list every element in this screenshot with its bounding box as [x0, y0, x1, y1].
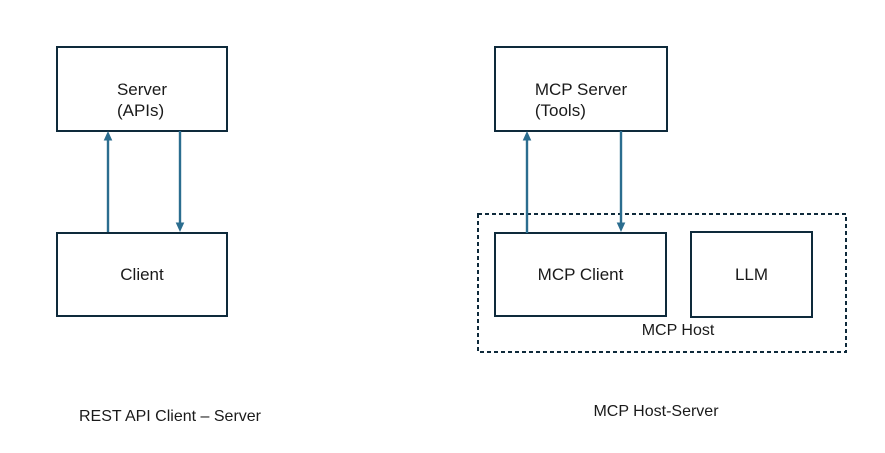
- mcp-server-box-label: MCP Server (Tools): [535, 79, 627, 121]
- rest-server-line2: (APIs): [116, 101, 165, 120]
- mcp-host-group-border: [477, 213, 847, 353]
- rest-up-arrow-icon: [103, 131, 113, 232]
- llm-box-label: LLM: [734, 265, 769, 284]
- mcp-diagram-caption: MCP Host-Server: [593, 403, 719, 420]
- mcp-up-arrow-icon: [522, 131, 532, 233]
- mcp-client-box: MCP Client: [494, 232, 667, 317]
- mcp-server-line2: (Tools): [534, 101, 586, 120]
- mcp-server-box: MCP Server (Tools): [494, 46, 668, 132]
- rest-diagram-caption: REST API Client – Server: [79, 408, 261, 425]
- mcp-server-line1: MCP Server: [534, 80, 628, 99]
- llm-box: LLM: [690, 231, 813, 318]
- rest-server-line1: Server: [116, 80, 168, 99]
- rest-server-box: Server (APIs): [56, 46, 228, 132]
- mcp-host-group-label: MCP Host: [641, 322, 715, 339]
- mcp-client-box-label: MCP Client: [537, 265, 624, 284]
- rest-server-box-label: Server (APIs): [117, 79, 167, 121]
- mcp-down-arrow-icon: [616, 131, 626, 232]
- rest-down-arrow-icon: [175, 131, 185, 232]
- rest-client-box-label: Client: [120, 265, 164, 284]
- rest-client-box: Client: [56, 232, 228, 317]
